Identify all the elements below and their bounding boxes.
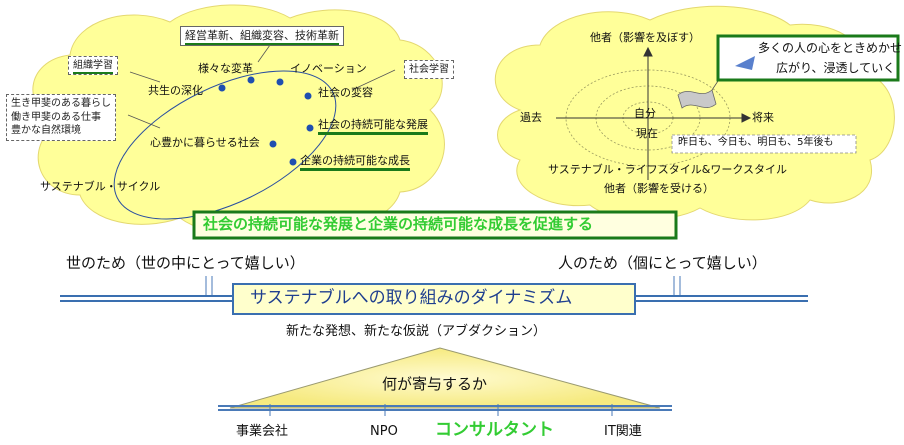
living-line-2: 働き甲斐のある仕事 (11, 111, 101, 123)
org-learning-label: 組織学習 (73, 60, 113, 74)
label-others-influence: 他者（影響を及ぼす） (590, 31, 700, 44)
label-lifestyle: サステナブル・ライフスタイル&ワークスタイル (548, 163, 788, 176)
label-cycle: サステナブル・サイクル (40, 180, 161, 193)
innovation-box-label: 経営革新、組織変容、技術革新 (185, 29, 339, 45)
label-self: 自分 (634, 107, 656, 120)
living-line-3: 豊かな自然環境 (11, 125, 81, 136)
contributor-consultant: コンサルタント (435, 420, 554, 440)
label-now: 現在 (636, 127, 658, 140)
contributor-npo: NPO (370, 424, 398, 439)
living-box: 生き甲斐のある暮らし 働き甲斐のある仕事 豊かな自然環境 (6, 94, 116, 141)
callout-box (716, 34, 900, 82)
social-learning-box: 社会学習 (404, 60, 454, 79)
abduction-label: 新たな発想、新たな仮説（アブダクション） (286, 324, 547, 339)
dot-symbiosis (218, 84, 226, 92)
org-learning-box: 組織学習 (68, 56, 118, 75)
cycle-ellipse (113, 70, 337, 220)
dynamism-ticks (205, 276, 681, 296)
dot-corp-growth (289, 158, 297, 166)
contributor-company: 事業会社 (236, 424, 289, 439)
contributor-it: IT関連 (604, 424, 642, 439)
label-future: 将来 (752, 111, 774, 124)
dot-rich-life (269, 140, 277, 148)
cycle-dots (218, 76, 314, 166)
label-society-change: 社会の変容 (318, 86, 373, 99)
label-symbiosis: 共生の深化 (148, 84, 203, 97)
label-social-dev: 社会の持続可能な発展 (318, 118, 428, 135)
banner-text: 社会の持続可能な発展と企業の持続可能な成長を促進する (203, 215, 594, 233)
label-world: 世のため（世の中にとって嬉しい） (66, 254, 305, 272)
living-line-1: 生き甲斐のある暮らし (11, 98, 111, 109)
social-learning-label: 社会学習 (409, 64, 449, 75)
ribbon-flag (677, 89, 717, 109)
dynamism-title: サステナブルへの取り組みのダイナミズム (250, 288, 573, 308)
left-cloud-shape (32, 4, 445, 235)
dot-change (247, 76, 255, 84)
label-people: 人のため（個にとって嬉しい） (558, 254, 767, 272)
label-rich-life: 心豊かに暮らせる社会 (150, 136, 260, 149)
days-box (671, 134, 857, 154)
dot-society-change (304, 92, 312, 100)
banner-box (192, 210, 678, 240)
dynamism-box (232, 283, 636, 315)
label-corp-growth: 企業の持続可能な成長 (300, 154, 410, 171)
label-past: 過去 (520, 111, 542, 124)
label-days: 昨日も、今日も、明日も、5年後も (678, 137, 834, 148)
connectors (127, 44, 396, 129)
label-innovation: イノベーション (290, 62, 367, 75)
innovation-box: 経営革新、組織変容、技術革新 (180, 26, 344, 47)
axes (556, 46, 752, 180)
callout-line-1: 多くの人の心をときめかせ (758, 41, 903, 55)
base-ticks (269, 404, 613, 416)
triangle-label: 何が寄与するか (382, 375, 488, 393)
triangle-base (218, 405, 672, 411)
label-others-receive: 他者（影響を受ける） (604, 182, 714, 195)
dot-innovation (276, 78, 284, 86)
contribution-triangle (229, 347, 661, 409)
dot-social-dev (306, 124, 314, 132)
callout-line-2: 広がり、浸透していく (776, 61, 896, 75)
label-change: 様々な変革 (198, 62, 253, 75)
